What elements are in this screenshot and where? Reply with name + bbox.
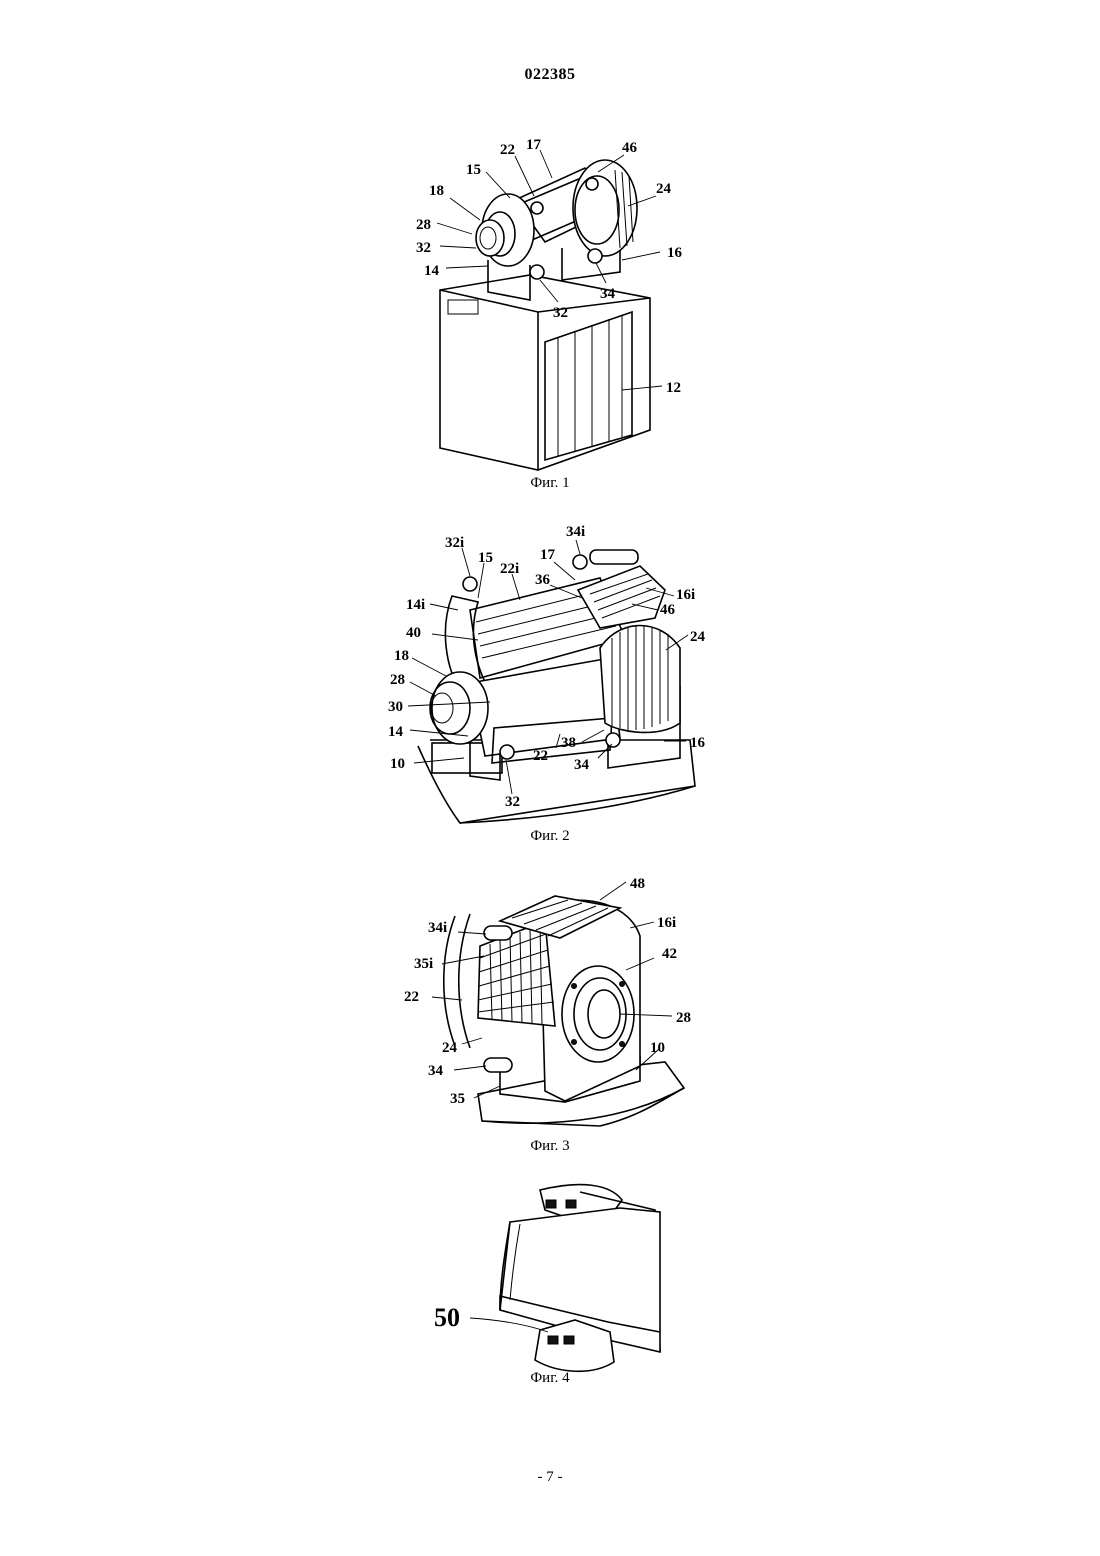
label-28: 28 <box>390 672 405 688</box>
label-16i: 16i <box>657 915 676 931</box>
label-34i: 34i <box>428 920 447 936</box>
label-22i: 22i <box>500 561 519 577</box>
label-14: 14 <box>424 263 440 279</box>
page-number: - 7 - <box>0 1469 1100 1486</box>
label-42: 42 <box>662 946 677 962</box>
label-38: 38 <box>561 735 576 751</box>
label-32b: 32 <box>553 305 568 321</box>
label-40: 40 <box>406 625 421 641</box>
label-32: 32 <box>416 240 431 256</box>
label-34: 34 <box>600 286 616 302</box>
label-46: 46 <box>622 140 638 156</box>
label-22: 22 <box>500 142 515 158</box>
figure-3: 48 16i 34i 42 35i 22 28 24 10 34 35 Фиг.… <box>0 866 1100 1166</box>
label-28: 28 <box>416 217 431 233</box>
label-24: 24 <box>690 629 706 645</box>
label-15: 15 <box>466 162 481 178</box>
label-34: 34 <box>428 1063 444 1079</box>
figure-1-caption: Фиг. 1 <box>0 475 1100 492</box>
label-18: 18 <box>394 648 409 664</box>
figure-2: 34i 32i 15 17 22i 36 16i 14i 46 40 24 18… <box>0 518 1100 858</box>
figure-2-caption: Фиг. 2 <box>0 828 1100 845</box>
label-14: 14 <box>388 724 404 740</box>
label-35i: 35i <box>414 956 433 972</box>
label-16i: 16i <box>676 587 695 603</box>
label-34i: 34i <box>566 524 585 540</box>
figure-3-caption: Фиг. 3 <box>0 1138 1100 1155</box>
label-12: 12 <box>666 380 681 396</box>
label-22: 22 <box>404 989 419 1005</box>
label-32i: 32i <box>445 535 464 551</box>
label-14i: 14i <box>406 597 425 613</box>
figure-4: 50 Фиг. 4 <box>0 1172 1100 1397</box>
label-36: 36 <box>535 572 551 588</box>
label-24: 24 <box>656 181 672 197</box>
figure-4-caption: Фиг. 4 <box>0 1370 1100 1387</box>
label-17: 17 <box>540 547 556 563</box>
label-35: 35 <box>450 1091 465 1107</box>
label-32: 32 <box>505 794 520 810</box>
label-30: 30 <box>388 699 403 715</box>
figure-3-drawing: 48 16i 34i 42 35i 22 28 24 10 34 35 <box>0 866 1100 1166</box>
label-34: 34 <box>574 757 590 773</box>
figure-1-drawing: 22 17 46 15 18 24 28 32 16 14 34 32 12 <box>0 130 1100 500</box>
label-22: 22 <box>533 748 548 764</box>
label-16: 16 <box>667 245 683 261</box>
label-10: 10 <box>390 756 405 772</box>
label-17: 17 <box>526 137 542 153</box>
label-46: 46 <box>660 602 676 618</box>
label-48: 48 <box>630 876 645 892</box>
label-24: 24 <box>442 1040 458 1056</box>
label-50: 50 <box>434 1303 460 1332</box>
figure-4-drawing: 50 <box>0 1172 1100 1397</box>
document-number: 022385 <box>0 66 1100 84</box>
figure-1: 22 17 46 15 18 24 28 32 16 14 34 32 12 Ф… <box>0 130 1100 500</box>
label-18: 18 <box>429 183 444 199</box>
label-15: 15 <box>478 550 493 566</box>
figure-2-drawing: 34i 32i 15 17 22i 36 16i 14i 46 40 24 18… <box>0 518 1100 858</box>
label-28: 28 <box>676 1010 691 1026</box>
label-10: 10 <box>650 1040 665 1056</box>
label-16: 16 <box>690 735 706 751</box>
